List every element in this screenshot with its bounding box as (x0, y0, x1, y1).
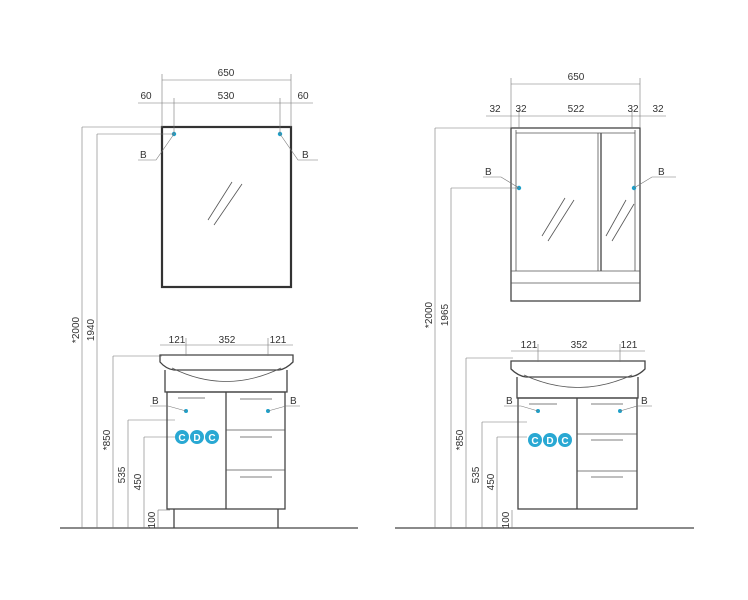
right-height-535-label: 535 (471, 466, 482, 483)
right-marker-c1: C (531, 436, 538, 447)
right-mirror-inner-label: 522 (568, 104, 585, 115)
right-marker-c2: C (561, 436, 568, 447)
right-marker-b-label-3: B (506, 396, 513, 407)
left-marker-d: D (193, 433, 200, 444)
right-cabinet (510, 360, 646, 510)
left-marker-b-label-2: B (302, 150, 309, 161)
left-height-850-label: *850 (102, 429, 113, 450)
right-marker-b-label-2: B (658, 167, 665, 178)
left-mirror-width-dims: 650 60 530 60 (138, 68, 313, 134)
right-mirror-d4-label: 32 (652, 104, 664, 115)
left-height-1940-label: 1940 (86, 318, 97, 341)
left-height-450-label: 450 (133, 473, 144, 490)
right-mirror-d3-label: 32 (627, 104, 639, 115)
right-basin-dims: 121 352 121 (511, 340, 645, 362)
right-mirror-b-markers: B B (483, 167, 676, 189)
right-height-850-label: *850 (455, 429, 466, 450)
left-marker-b-label-3: B (152, 396, 159, 407)
left-basin-left-label: 121 (169, 335, 186, 346)
left-mirror (160, 125, 293, 289)
left-marker-b-label-4: B (290, 396, 297, 407)
left-height-dims: *2000 1940 *850 535 450 100 (71, 126, 175, 528)
right-height-2000-label: *2000 (424, 301, 435, 328)
right-height-dims: *2000 1965 *850 535 450 100 (424, 127, 527, 528)
left-mirror-width-label: 650 (218, 68, 235, 79)
left-cabinet (159, 354, 294, 528)
right-mirror-d1-label: 32 (489, 104, 501, 115)
right-basin-right-label: 121 (621, 340, 638, 351)
right-assembly: 650 32 32 522 32 32 B B *2000 1965 (395, 72, 694, 529)
left-cdc-markers: C D C (175, 430, 219, 444)
right-mirror-d2-label: 32 (515, 104, 527, 115)
right-height-1965-label: 1965 (440, 303, 451, 326)
left-assembly: 650 60 530 60 B B *2000 1940 *850 (60, 68, 358, 529)
right-marker-b-label-4: B (641, 396, 648, 407)
left-mirror-side-left-label: 60 (140, 91, 152, 102)
right-height-450-label: 450 (486, 473, 497, 490)
right-basin-left-label: 121 (521, 340, 538, 351)
left-height-535-label: 535 (117, 466, 128, 483)
right-cabinet-b-markers: B B (504, 396, 652, 412)
left-basin-right-label: 121 (270, 335, 287, 346)
right-marker-d: D (546, 436, 553, 447)
left-basin-dims: 121 352 121 (160, 335, 293, 356)
left-height-100-label: 100 (147, 511, 158, 528)
right-basin-mid-label: 352 (571, 340, 588, 351)
left-marker-c2: C (208, 433, 215, 444)
right-mirror-cabinet (510, 127, 641, 302)
right-cdc-markers: C D C (528, 433, 572, 447)
left-basin-mid-label: 352 (219, 335, 236, 346)
left-cabinet-b-markers: B B (150, 396, 300, 412)
right-height-100-label: 100 (501, 511, 512, 528)
left-marker-c1: C (178, 433, 185, 444)
left-mirror-side-right-label: 60 (297, 91, 309, 102)
right-marker-b-label-1: B (485, 167, 492, 178)
right-mirror-width-label: 650 (568, 72, 585, 83)
left-mirror-inner-label: 530 (218, 91, 235, 102)
right-mirror-width-dims: 650 32 32 522 32 32 (486, 72, 666, 128)
left-mirror-b-markers: B B (138, 133, 318, 161)
left-height-2000-label: *2000 (71, 316, 82, 343)
left-marker-b-label-1: B (140, 150, 147, 161)
